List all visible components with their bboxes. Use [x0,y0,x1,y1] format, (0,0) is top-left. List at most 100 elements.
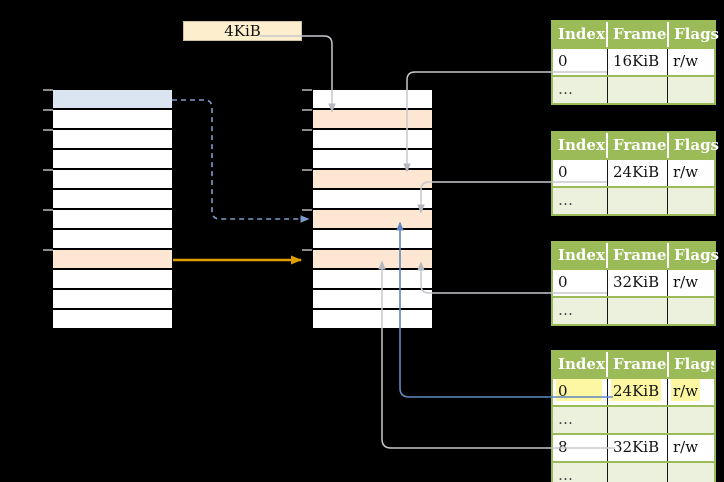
table-header-cell: Flags [669,243,719,268]
memory-row-white [313,150,432,170]
memory-row-white [313,190,432,210]
table-cell: 32KiB [607,270,667,296]
memory-row-orange [313,110,432,130]
table-cell [607,298,667,324]
highlighted-value: r/w [671,379,701,401]
table-cell: … [558,80,573,98]
memory-row-orange [313,210,432,230]
highlighted-value: 24KiB [611,379,662,401]
table-cell: 24KiB [607,160,667,186]
table-cell: 0 [558,273,568,291]
table-row: … [553,75,714,103]
table-cell: r/w [667,160,713,186]
table-header-cell: Frame [608,22,667,47]
table-cell: … [558,191,573,209]
table-cell [607,77,667,103]
table-cell: … [558,410,573,428]
table-cell: 24KiB [607,379,667,405]
address-tick [43,129,53,131]
table-cell [607,463,667,482]
memory-row-white [53,290,172,310]
memory-row-white [53,150,172,170]
table-row: … [553,461,714,482]
memory-row-white [53,190,172,210]
table-cell [607,188,667,214]
table-row: 0 24KiB r/w [553,377,714,405]
table-cell: 0 [558,163,568,181]
memory-row-white [53,210,172,230]
address-tick [43,89,53,91]
table-cell: 32KiB [607,435,667,461]
table-header-cell: Index [553,243,606,268]
table-cell [667,407,713,433]
address-tick [43,209,53,211]
memory-row-orange [53,250,172,270]
arrow-virtual-page-to-frame-dashed [172,99,310,223]
table-header-cell: Index [553,352,606,377]
address-tick [302,109,312,111]
memory-row-white [53,110,172,130]
table-cell: r/w [667,270,713,296]
memory-row-white [313,270,432,290]
memory-row-white [313,90,432,110]
table-header-cell: Flags [669,352,714,377]
memory-row-white [313,310,432,330]
address-tick [302,209,312,211]
memory-row-white [313,130,432,150]
page-size-label: 4KiB [183,21,302,41]
table-cell [667,298,713,324]
table-cell: r/w [667,435,713,461]
table-row: … [553,186,714,214]
virtual-memory-column [53,90,172,330]
table-cell: … [558,301,573,319]
table-cell [667,77,713,103]
table-header-cell: Frame [608,133,667,158]
address-tick [43,249,53,251]
memory-row-white [53,310,172,330]
address-tick [302,169,312,171]
address-tick [302,129,312,131]
table-cell: 16KiB [607,49,667,75]
table-header-cell: Index [553,133,606,158]
address-tick [43,169,53,171]
memory-row-white [53,270,172,290]
memory-row-orange [313,170,432,190]
table-cell: 0 [558,52,568,70]
memory-row-white [53,130,172,150]
memory-row-orange [313,250,432,270]
table-cell [607,407,667,433]
address-tick [43,109,53,111]
address-tick [302,249,312,251]
highlighted-value: 0 [556,379,602,401]
table-cell: 0 [553,379,607,405]
table-row: … [553,405,714,433]
table-cell: r/w [667,379,713,405]
memory-row-white [313,290,432,310]
table-header-cell: Frame [608,243,667,268]
table-header-cell: Frame [608,352,667,377]
memory-row-white [313,230,432,250]
table-header-cell: Flags [669,22,719,47]
memory-row-white [53,230,172,250]
table-cell: … [558,466,573,482]
table-cell [667,463,713,482]
memory-row-blue [53,90,172,110]
table-cell: 8 [558,438,568,456]
table-row: … [553,296,714,324]
table-header-cell: Index [553,22,606,47]
memory-row-white [53,170,172,190]
address-tick [302,89,312,91]
physical-memory-column [313,90,432,330]
